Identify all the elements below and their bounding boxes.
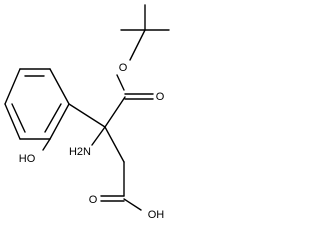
atom-phenol-hydroxyl: HO: [19, 153, 36, 165]
atom-carbonyl-oxygen: O: [156, 91, 165, 103]
bond-ring-1: [49, 68, 70, 105]
bond-ring-to-quaternary: [68, 103, 106, 128]
atom-labels: O O HO H2N O OH: [19, 62, 165, 221]
bond-acid-to-hydroxyl: [123, 198, 142, 211]
bond-quaternary-to-amino: [91, 126, 106, 146]
bond-tbu-to-ester-oxygen: [129, 29, 146, 61]
atom-ester-oxygen: O: [119, 62, 128, 74]
bond-ring-to-hydroxyl: [42, 138, 51, 151]
bond-quaternary-to-methylene: [104, 126, 125, 163]
bonds: [4, 4, 170, 211]
bond-ester-oxygen-to-carbonyl: [116, 74, 125, 91]
bond-ring-3: [4, 68, 21, 105]
atom-amino-group: H2N: [69, 146, 91, 158]
bond-ring-4: [4, 103, 21, 140]
atom-acid-hydroxyl: OH: [148, 209, 165, 221]
atom-acid-carbonyl-oxygen: O: [89, 194, 98, 206]
bond-ring-6: [49, 103, 70, 140]
bond-ring-inner-2: [11, 103, 26, 133]
bond-carbonyl-to-quaternary: [104, 96, 126, 128]
bond-ring-inner-3: [44, 103, 62, 133]
structure-diagram: O O HO H2N O OH: [4, 4, 170, 221]
